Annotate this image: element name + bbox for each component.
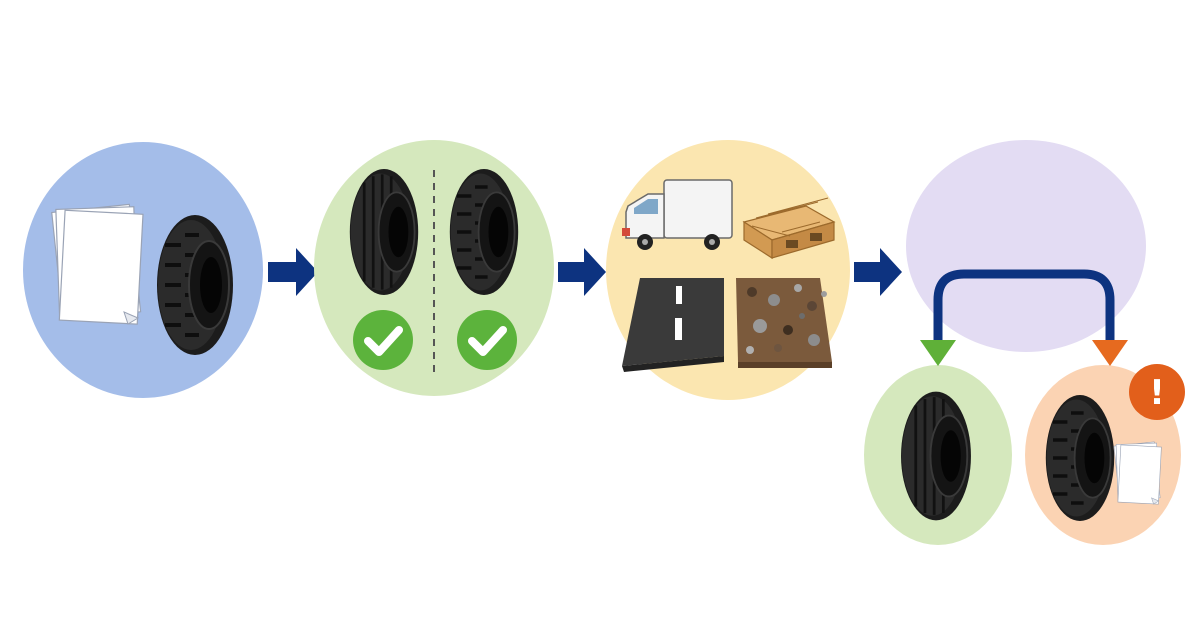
outcome-warning: ! bbox=[1025, 364, 1185, 545]
document-stack-icon bbox=[1113, 441, 1162, 505]
tire-icon bbox=[155, 213, 235, 357]
gravel-road-icon bbox=[736, 278, 832, 368]
split-connector bbox=[920, 269, 1128, 366]
asphalt-road-icon bbox=[622, 278, 724, 372]
tire-icon bbox=[348, 167, 420, 297]
tire-icon bbox=[1044, 393, 1116, 523]
tire-icon bbox=[447, 167, 521, 297]
step-4-circle bbox=[906, 140, 1146, 352]
outcome-accepted bbox=[864, 365, 1012, 545]
flow-arrow-3 bbox=[854, 248, 902, 296]
pallet-icon bbox=[742, 197, 836, 260]
step-usage-conditions bbox=[606, 140, 850, 400]
step-tire-comparison bbox=[314, 140, 554, 396]
step-outcome-split bbox=[906, 140, 1146, 352]
truck-icon bbox=[622, 179, 733, 250]
accepted-arrowhead bbox=[920, 340, 956, 366]
flow-arrow-1 bbox=[268, 248, 318, 296]
document-stack-icon bbox=[51, 203, 144, 325]
step-documents-and-tire bbox=[23, 142, 263, 398]
check-icon bbox=[353, 310, 413, 370]
svg-text:!: ! bbox=[1149, 373, 1165, 413]
check-icon bbox=[457, 310, 517, 370]
tire-icon bbox=[899, 390, 973, 522]
warning-arrowhead bbox=[1092, 340, 1128, 366]
flow-arrow-2 bbox=[558, 248, 606, 296]
warning-icon: ! bbox=[1129, 364, 1185, 420]
